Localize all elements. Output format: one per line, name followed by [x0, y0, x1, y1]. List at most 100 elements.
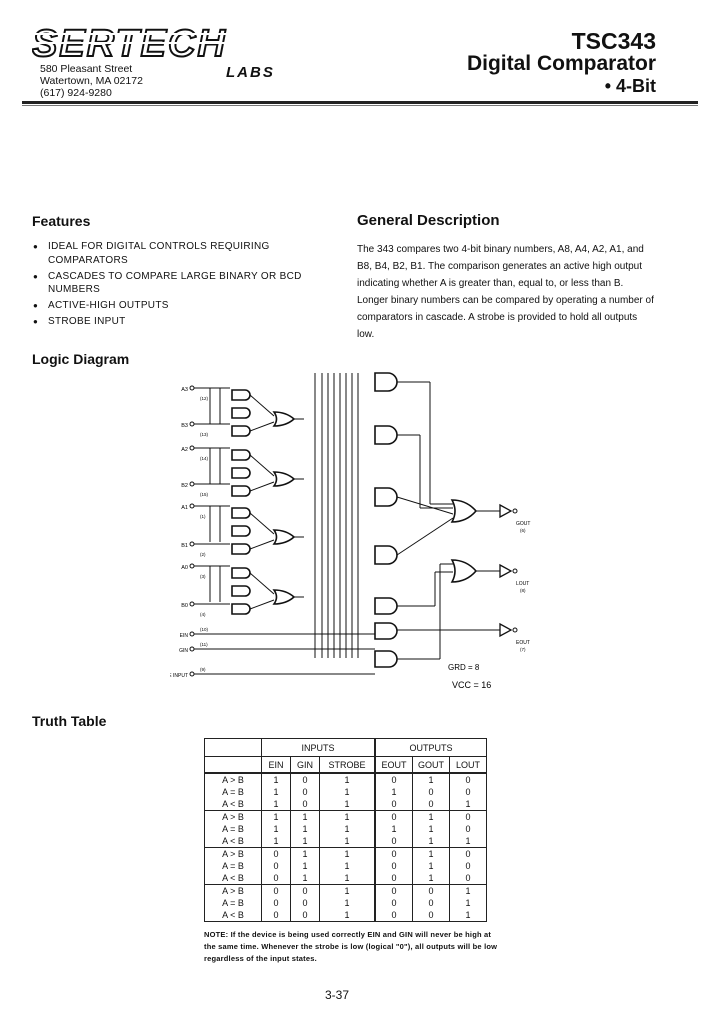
or-gate	[450, 559, 478, 583]
truth-table: INPUTS OUTPUTS EIN GIN STROBE EOUT GOUT …	[204, 738, 487, 922]
company-address: 580 Pleasant Street Watertown, MA 02172 …	[40, 63, 143, 99]
header-rule	[22, 101, 698, 104]
table-cell: 0	[412, 897, 450, 909]
input-label: A1	[181, 505, 188, 511]
buffer-gate	[499, 622, 513, 638]
output-label: LOUT	[516, 581, 529, 587]
table-cell: 1	[319, 909, 376, 922]
output-label: EOUT	[516, 640, 530, 646]
table-cell: 0	[290, 773, 320, 786]
output-pin	[512, 568, 518, 574]
features-heading: Features	[32, 213, 91, 229]
control-label: STROBE INPUT	[170, 673, 188, 679]
table-cell: 0	[449, 786, 487, 798]
table-cell: 0	[412, 786, 450, 798]
table-cell: A = B	[204, 860, 262, 872]
input-pin	[189, 385, 195, 391]
buffer-gate	[499, 563, 513, 579]
table-cell: A < B	[204, 872, 262, 885]
table-cell: 1	[290, 847, 320, 860]
table-cell: 1	[319, 823, 376, 835]
table-cell: 0	[290, 909, 320, 922]
and-gate	[231, 449, 251, 461]
table-cell: 1	[412, 835, 450, 848]
column-header: LOUT	[449, 756, 487, 774]
table-cell: 1	[449, 884, 487, 897]
and-gate	[374, 372, 398, 392]
table-cell: 1	[412, 860, 450, 872]
table-cell: 0	[374, 835, 413, 848]
power-label: GRD = 8	[448, 663, 480, 672]
table-corner	[204, 738, 262, 757]
pin-label: (10)	[200, 627, 209, 632]
and-gate	[231, 507, 251, 519]
table-cell: 0	[374, 773, 413, 786]
input-label: B0	[181, 603, 188, 609]
pin-label: (14)	[200, 456, 209, 461]
table-cell: A = B	[204, 897, 262, 909]
power-label: VCC = 16	[452, 680, 491, 690]
diagram-labels: A3(12)B3(13)A2(14)B2(15)A1(1)B1(2)A0(3)B…	[170, 387, 530, 690]
and-gate	[231, 485, 251, 497]
diagram-gates	[189, 372, 518, 677]
table-cell: 0	[374, 884, 413, 897]
and-gate	[231, 603, 251, 615]
general-description-text: The 343 compares two 4-bit binary number…	[357, 244, 654, 340]
table-cell: 1	[319, 884, 376, 897]
table-cell: 1	[319, 847, 376, 860]
table-cell: 0	[412, 909, 450, 922]
pin-label: (2)	[200, 552, 206, 557]
table-cell: 0	[449, 810, 487, 823]
table-cell: 1	[412, 872, 450, 885]
table-cell: 0	[261, 884, 291, 897]
page-number: 3-37	[325, 988, 350, 1002]
logic-diagram: A3(12)B3(13)A2(14)B2(15)A1(1)B1(2)A0(3)B…	[170, 372, 530, 690]
wire	[249, 539, 275, 550]
table-cell: 0	[374, 847, 413, 860]
output-pin	[512, 627, 518, 633]
and-gate	[231, 543, 251, 555]
pin-label: (12)	[200, 396, 209, 401]
input-pin	[189, 421, 195, 427]
column-header: EOUT	[374, 756, 413, 774]
or-gate	[272, 529, 296, 545]
input-label: A0	[181, 565, 188, 571]
table-cell: 0	[290, 786, 320, 798]
input-pin	[189, 541, 195, 547]
features-list: IDEAL FOR DIGITAL CONTROLS REQUIRING COM…	[32, 240, 332, 331]
header-rule-thin	[22, 105, 698, 106]
and-gate	[374, 650, 398, 668]
column-header	[204, 756, 262, 774]
table-cell: 1	[261, 798, 291, 811]
truth-table-note: NOTE: If the device is being used correc…	[204, 930, 498, 963]
table-cell: 1	[319, 786, 376, 798]
table-cell: 0	[412, 884, 450, 897]
table-cell: 0	[449, 773, 487, 786]
table-cell: 0	[374, 897, 413, 909]
input-pin	[189, 601, 195, 607]
control-label: GIN	[179, 648, 188, 654]
table-cell: 0	[412, 798, 450, 811]
and-gate	[374, 487, 398, 507]
wire	[249, 572, 275, 595]
input-label: B2	[181, 483, 188, 489]
table-cell: 0	[261, 847, 291, 860]
table-cell: A < B	[204, 798, 262, 811]
table-cell: 1	[412, 773, 450, 786]
pin-label: (1)	[200, 514, 206, 519]
input-label: B3	[181, 423, 188, 429]
part-number: TSC343	[571, 28, 656, 54]
table-cell: A < B	[204, 909, 262, 922]
column-header: GOUT	[412, 756, 450, 774]
or-gate	[272, 589, 296, 605]
and-gate	[231, 467, 251, 479]
table-cell: 0	[261, 860, 291, 872]
table-cell: 0	[261, 897, 291, 909]
address-line: 580 Pleasant Street	[40, 63, 133, 75]
table-cell: 1	[319, 773, 376, 786]
